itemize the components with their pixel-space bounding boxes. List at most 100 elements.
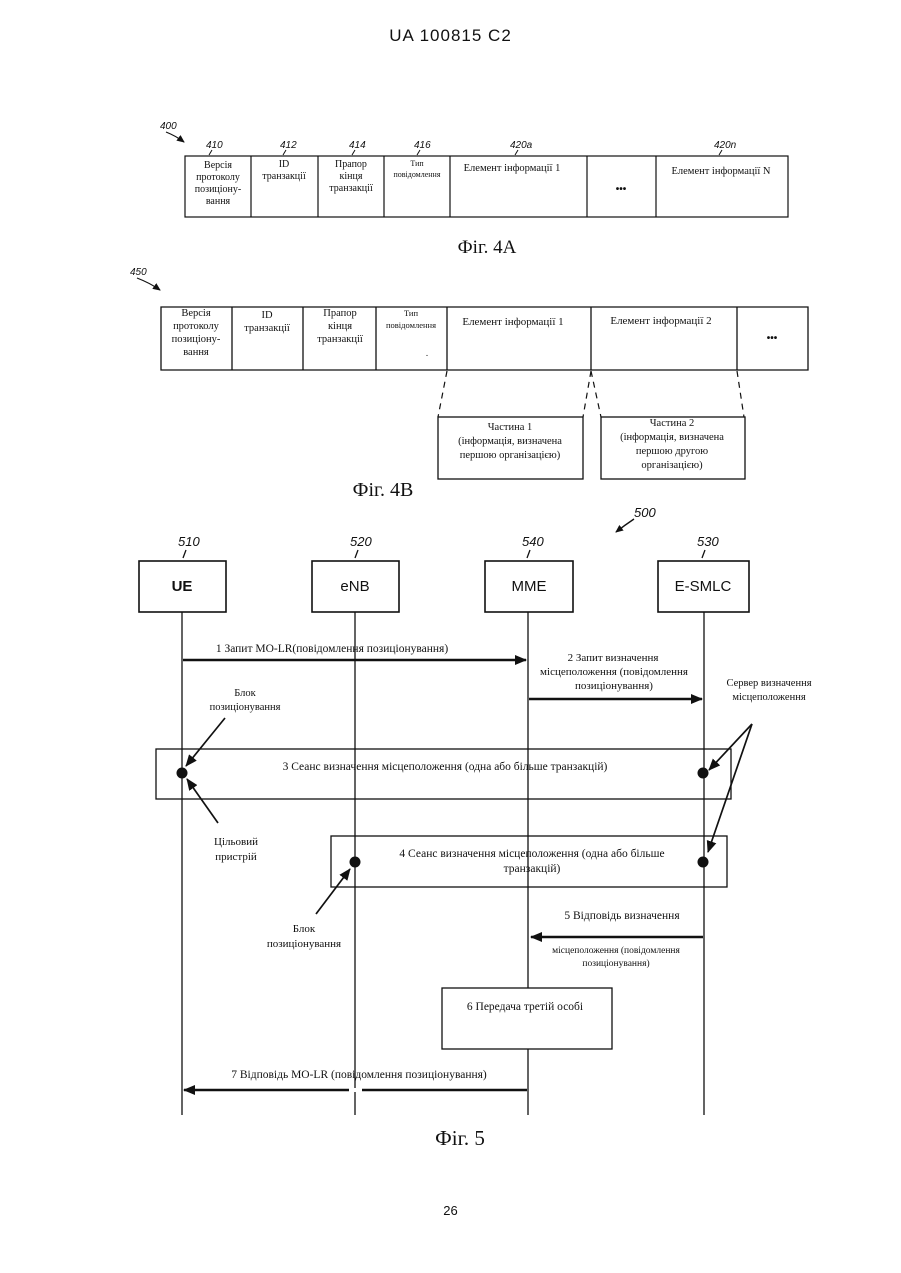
fig5-ref-number: 500 [634, 505, 656, 520]
positioning-server-label: Сервер визначення місцеположення [726, 678, 811, 703]
svg-text:вання: вання [206, 196, 231, 207]
svg-text:кінця: кінця [328, 321, 352, 332]
fig4b-field-message-type: Тип повідомлення [386, 308, 436, 330]
positioning-block-label-top: Блок позиціонування [210, 688, 281, 713]
fig4a-field-ref: 410 [206, 140, 223, 151]
svg-text:місцеположення (повідомлення: місцеположення (повідомлення [540, 666, 688, 678]
fig5-caption: Фіг. 5 [435, 1126, 485, 1150]
svg-text:Версія: Версія [181, 308, 210, 319]
svg-text:Версія: Версія [204, 160, 232, 171]
svg-text:4 Сеанс визначення місцеполож: 4 Сеанс визначення місцеположення (одна … [399, 848, 664, 860]
fig4b-field-protocol-version: Версія протоколу позиціону- вання [172, 308, 221, 358]
svg-text:позиціону-: позиціону- [172, 334, 221, 345]
svg-text:організацією): організацією) [641, 460, 703, 471]
msg-7-label: 7 Відповідь MO-LR (повідомлення позиціон… [231, 1069, 487, 1081]
msg-6-box [442, 988, 612, 1049]
svg-text:місцеположення (повідомлення: місцеположення (повідомлення [552, 945, 680, 956]
fig4a-ellipsis: ••• [616, 184, 627, 195]
fig4b-part-1-text: Частина 1 (інформація, визначена першою … [458, 422, 562, 461]
fig4b-part-2-text: Частина 2 (інформація, визначена першою … [620, 418, 724, 471]
svg-text:протоколу: протоколу [173, 321, 220, 332]
session-3-label: 3 Сеанс визначення місцеположення (одна … [283, 761, 608, 773]
fig4a-field-dividers [251, 156, 656, 217]
svg-text:Частина 2: Частина 2 [650, 418, 695, 429]
fig4b-ref-number: 450 [130, 267, 147, 278]
target-device-pointer-arrow [187, 779, 218, 823]
svg-text:транзакції: транзакції [329, 183, 373, 194]
fig4a-ref-ticks [209, 150, 722, 155]
svg-text:повідомлення: повідомлення [386, 320, 436, 330]
entity-enb-label: eNB [340, 578, 369, 595]
fig4a-field-ref: 416 [414, 140, 431, 151]
svg-text:Тип: Тип [404, 308, 419, 318]
svg-text:Блок: Блок [234, 688, 256, 699]
svg-text:ID: ID [261, 310, 272, 321]
entity-ref-ticks [183, 550, 705, 558]
svg-text:протоколу: протоколу [196, 172, 240, 183]
fig4b-ref-arrow [137, 278, 160, 290]
msg-5-label-rest: місцеположення (повідомлення позиціонува… [552, 945, 680, 969]
session-3-box [156, 749, 731, 799]
svg-text:вання: вання [183, 347, 209, 358]
svg-text:позиціонування: позиціонування [267, 938, 341, 950]
svg-text:позиціонування): позиціонування) [582, 958, 649, 969]
target-device-label: Цільовий пристрій [214, 836, 258, 863]
fig4a-caption: Фіг. 4А [458, 237, 517, 258]
svg-text:транзакції: транзакції [244, 323, 290, 334]
entity-ue-ref: 510 [178, 534, 200, 549]
page-number: 26 [0, 1203, 901, 1218]
server-pointer-arrow-2 [708, 724, 752, 852]
svg-text:(інформація, визначена: (інформація, визначена [620, 432, 724, 443]
session-4-box [331, 836, 727, 887]
svg-text:позиціонування): позиціонування) [575, 680, 653, 692]
entity-esmlc-ref: 530 [697, 534, 719, 549]
svg-text:транзакції: транзакції [317, 334, 363, 345]
msg-5-label-line-1: 5 Відповідь визначення [564, 910, 680, 922]
svg-text:Тип: Тип [410, 159, 424, 168]
svg-text:Цільовий: Цільовий [214, 836, 258, 848]
fig4b-caption: Фіг. 4В [353, 479, 414, 501]
svg-text:транзакції: транзакції [262, 171, 306, 182]
svg-text:позиціонування: позиціонування [210, 702, 281, 713]
session-4-endpoint-esmlc [698, 857, 709, 868]
svg-text:ID: ID [279, 159, 290, 170]
fig4a-field-protocol-version: Версія протоколу позиціону- вання [195, 160, 241, 207]
fig4b-dot-mark: . [426, 348, 428, 358]
svg-text:Прапор: Прапор [335, 159, 367, 170]
svg-text:місцеположення: місцеположення [732, 692, 805, 703]
session-4-label: 4 Сеанс визначення місцеположення (одна … [399, 848, 664, 875]
fig4a-field-info-element-1: Елемент інформації 1 [464, 163, 561, 174]
svg-text:позиціону-: позиціону- [195, 184, 241, 195]
msg-2-label: 2 Запит визначення місцеположення (повід… [540, 652, 688, 692]
fig5-ref-arrow [616, 519, 634, 532]
figure-5: 500 510 520 540 530 UE eNB MME E-SMLC 1 … [139, 505, 812, 1150]
fig4b-field-info-element-1: Елемент інформації 1 [462, 316, 563, 328]
svg-text:2 Запит визначення: 2 Запит визначення [568, 652, 659, 664]
session-3-endpoint-ue [177, 768, 188, 779]
msg-6-label: 6 Передача третій особі [467, 1001, 583, 1013]
fig4a-field-end-flag: Прапор кінця транзакції [329, 159, 373, 194]
svg-text:повідомлення: повідомлення [393, 170, 440, 179]
svg-text:Блок: Блок [293, 923, 316, 935]
entity-mme-ref: 540 [522, 534, 544, 549]
entity-esmlc-label: E-SMLC [675, 578, 732, 595]
svg-text:(інформація, визначена: (інформація, визначена [458, 436, 562, 447]
svg-text:першою другою: першою другою [636, 446, 708, 457]
entity-ue-label: UE [172, 578, 193, 595]
figure-4b: 450 Версія протоколу позиціону- вання ID… [130, 267, 808, 501]
svg-text:Сервер визначення: Сервер визначення [726, 678, 811, 689]
fig4a-field-ref: 420n [714, 140, 737, 151]
fig4b-field-end-flag: Прапор кінця транзакції [317, 308, 363, 345]
session-3-endpoint-esmlc [698, 768, 709, 779]
fig4a-ref-number: 400 [160, 121, 177, 132]
entity-enb-ref: 520 [350, 534, 372, 549]
fig4b-expansion-dashes [438, 371, 744, 417]
entity-mme-label: MME [512, 578, 547, 595]
svg-text:Частина 1: Частина 1 [488, 422, 533, 433]
svg-text:першою організацією): першою організацією) [460, 450, 561, 461]
svg-text:Прапор: Прапор [323, 308, 356, 319]
block-pointer-bottom-arrow [316, 869, 350, 914]
fig4a-field-transaction-id: ID транзакції [262, 159, 306, 182]
block-pointer-top-arrow [186, 718, 225, 766]
